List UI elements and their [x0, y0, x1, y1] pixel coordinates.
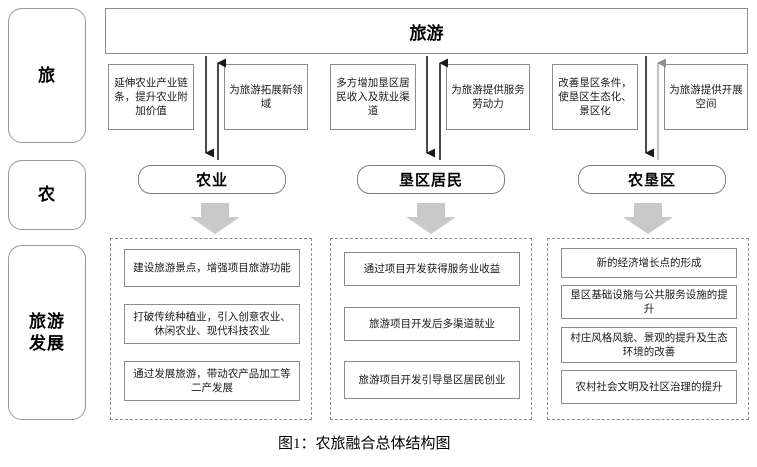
block-arrow-residents — [406, 203, 456, 234]
note-text: 延伸农业产业链条，提升农业附加价值 — [114, 77, 188, 117]
note-text: 多方增加垦区居民收入及就业渠道 — [336, 77, 410, 117]
stage-label-text: 旅游 发展 — [29, 311, 65, 353]
note-agriculture-up: 为旅游拓展新领域 — [224, 64, 308, 130]
outcome-text: 农村社会文明及社区治理的提升 — [575, 381, 723, 393]
figure-caption-text: 图1：农旅融合总体结构图 — [278, 436, 451, 452]
outcome-item: 村庄风格风貌、景观的提升及生态环境的改善 — [561, 327, 737, 363]
banner-label: 旅游 — [409, 23, 444, 43]
entity-label: 农垦区 — [627, 172, 676, 189]
note-text: 为旅游提供开展空间 — [669, 84, 743, 110]
note-reclamation-up: 为旅游提供开展空间 — [664, 64, 748, 130]
outcome-group-residents: 通过项目开发获得服务业收益 旅游项目开发后多渠道就业 旅游项目开发引导垦区居民创… — [330, 238, 532, 420]
entity-label: 农业 — [195, 172, 228, 189]
outcome-item: 垦区基础设施与公共服务设施的提升 — [561, 285, 737, 319]
note-agriculture-down: 延伸农业产业链条，提升农业附加价值 — [108, 64, 194, 130]
outcome-item: 通过项目开发获得服务业收益 — [344, 252, 520, 286]
stage-label-tourism: 旅 — [8, 8, 86, 143]
note-text: 为旅游拓展新领域 — [229, 84, 303, 110]
outcome-item: 农村社会文明及社区治理的提升 — [561, 370, 737, 404]
outcome-item: 旅游项目开发引导垦区居民创业 — [344, 361, 520, 399]
outcome-item: 建设旅游景点，增强项目旅游功能 — [124, 249, 300, 287]
stage-label-text: 农 — [38, 185, 56, 204]
note-residents-up: 为旅游提供服务劳动力 — [446, 64, 530, 130]
outcome-item: 新的经济增长点的形成 — [561, 248, 737, 278]
note-reclamation-down: 改善垦区条件，使垦区生态化、景区化 — [552, 64, 638, 130]
outcome-item: 旅游项目开发后多渠道就业 — [344, 307, 520, 341]
outcome-text: 旅游项目开发后多渠道就业 — [369, 318, 495, 330]
outcome-text: 通过发展旅游，带动农产品加工等二产发展 — [133, 368, 291, 394]
stage-label-text: 旅 — [38, 65, 56, 85]
banner-tourism: 旅游 — [105, 8, 748, 54]
outcome-text: 建设旅游景点，增强项目旅游功能 — [133, 262, 291, 274]
entity-agriculture: 农业 — [138, 165, 286, 194]
stage-label-tourism-development: 旅游 发展 — [8, 245, 86, 420]
entity-label: 垦区居民 — [398, 172, 463, 189]
entity-reclamation-area: 农垦区 — [578, 165, 726, 194]
stage-label-agriculture: 农 — [8, 160, 86, 230]
note-residents-down: 多方增加垦区居民收入及就业渠道 — [330, 64, 416, 130]
outcome-text: 通过项目开发获得服务业收益 — [363, 263, 501, 275]
block-arrow-agriculture — [190, 203, 240, 234]
note-text: 为旅游提供服务劳动力 — [451, 84, 525, 110]
outcome-text: 旅游项目开发引导垦区居民创业 — [358, 374, 506, 386]
note-text: 改善垦区条件，使垦区生态化、景区化 — [558, 77, 632, 117]
outcome-text: 新的经济增长点的形成 — [596, 257, 702, 269]
figure-caption: 图1：农旅融合总体结构图 — [278, 432, 451, 453]
outcome-text: 垦区基础设施与公共服务设施的提升 — [570, 289, 728, 315]
outcome-item: 打破传统种植业，引入创意农业、休闲农业、现代科技农业 — [124, 304, 300, 344]
entity-residents: 垦区居民 — [357, 165, 505, 194]
outcome-text: 村庄风格风貌、景观的提升及生态环境的改善 — [570, 332, 728, 358]
block-arrow-reclamation — [623, 203, 673, 234]
outcome-text: 打破传统种植业，引入创意农业、休闲农业、现代科技农业 — [133, 311, 291, 337]
outcome-group-agriculture: 建设旅游景点，增强项目旅游功能 打破传统种植业，引入创意农业、休闲农业、现代科技… — [110, 238, 312, 420]
outcome-item: 通过发展旅游，带动农产品加工等二产发展 — [124, 361, 300, 401]
outcome-group-reclamation: 新的经济增长点的形成 垦区基础设施与公共服务设施的提升 村庄风格风貌、景观的提升… — [547, 238, 749, 420]
